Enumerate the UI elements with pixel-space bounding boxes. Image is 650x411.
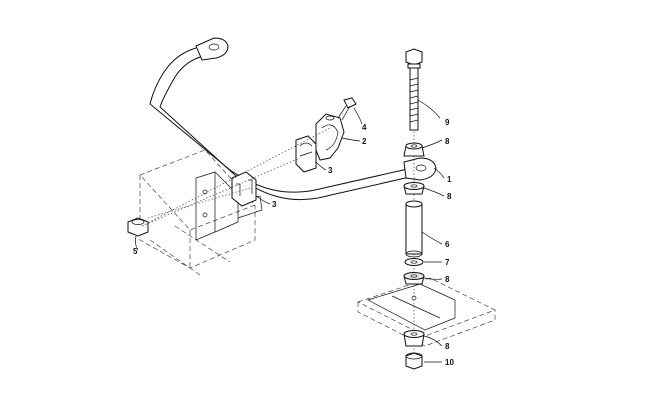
callout-8-bottom: 8 — [445, 342, 450, 351]
callout-8-top: 8 — [445, 137, 450, 146]
link-bolt — [405, 48, 423, 131]
callout-7: 7 — [445, 258, 450, 267]
callout-10: 10 — [445, 358, 454, 367]
alignment-lines — [141, 72, 415, 360]
callout-9: 9 — [445, 118, 450, 127]
bushing-rear — [231, 171, 257, 207]
frame-mount-bracket — [139, 149, 263, 276]
bracket-bolt — [337, 97, 357, 121]
spacer-sleeve — [405, 200, 423, 258]
leader-lines — [134, 99, 445, 363]
bushing-bracket — [315, 113, 345, 161]
callout-6: 6 — [445, 240, 450, 249]
bushing-front — [295, 135, 317, 173]
callout-5: 5 — [133, 247, 138, 256]
bushing-upper — [403, 142, 425, 157]
washer — [404, 258, 424, 266]
lower-mount-plate — [357, 277, 496, 347]
callout-3-rear: 3 — [272, 200, 277, 209]
callout-3-front: 3 — [328, 166, 333, 175]
callout-8-lower: 8 — [445, 275, 450, 284]
callout-4: 4 — [362, 123, 367, 132]
sway-bar — [149, 37, 437, 201]
bushing-mid — [403, 182, 425, 195]
lock-nut — [405, 352, 423, 370]
callout-1: 1 — [447, 175, 452, 184]
callout-8-mid: 8 — [447, 192, 452, 201]
bushing-lower-upper — [403, 272, 425, 285]
callout-labels: 9 8 1 8 6 7 8 8 10 4 2 3 3 5 — [133, 118, 454, 367]
callout-2: 2 — [362, 137, 367, 146]
bushing-bottom — [403, 330, 425, 347]
flange-nut-left — [127, 217, 149, 237]
